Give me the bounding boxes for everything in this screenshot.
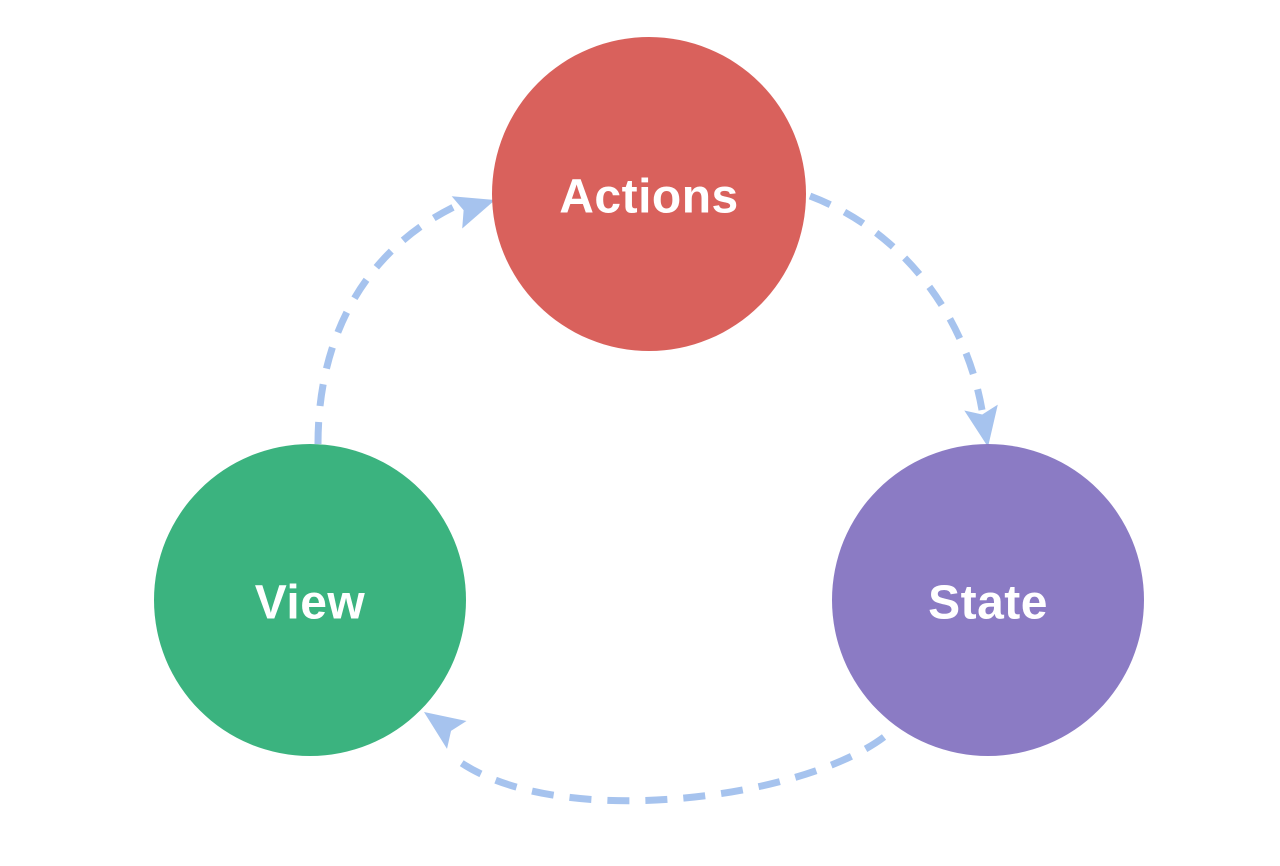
edge-view-to-actions[interactable]	[314, 184, 500, 445]
node-label-view: View	[255, 577, 366, 630]
node-group: Actions View State	[154, 37, 1144, 756]
edge-actions-to-state[interactable]	[808, 192, 1005, 450]
node-view[interactable]: View	[154, 444, 466, 756]
node-actions[interactable]: Actions	[492, 37, 806, 351]
edge-state-to-view[interactable]	[414, 698, 887, 805]
node-label-actions: Actions	[559, 171, 739, 224]
edge-path-view-to-actions	[314, 199, 464, 445]
node-state[interactable]: State	[832, 444, 1144, 756]
node-label-state: State	[928, 577, 1048, 630]
node-circle-actions[interactable]	[492, 37, 806, 351]
arrowhead-icon-view-to-actions	[451, 196, 495, 229]
node-circle-state[interactable]	[832, 444, 1144, 756]
arrowhead-icon-state-to-view	[424, 712, 467, 749]
edge-path-actions-to-state	[808, 192, 986, 411]
arrowhead-icon-actions-to-state	[964, 404, 998, 447]
edge-path-state-to-view	[458, 734, 887, 805]
node-circle-view[interactable]	[154, 444, 466, 756]
edge-group	[314, 184, 1005, 805]
